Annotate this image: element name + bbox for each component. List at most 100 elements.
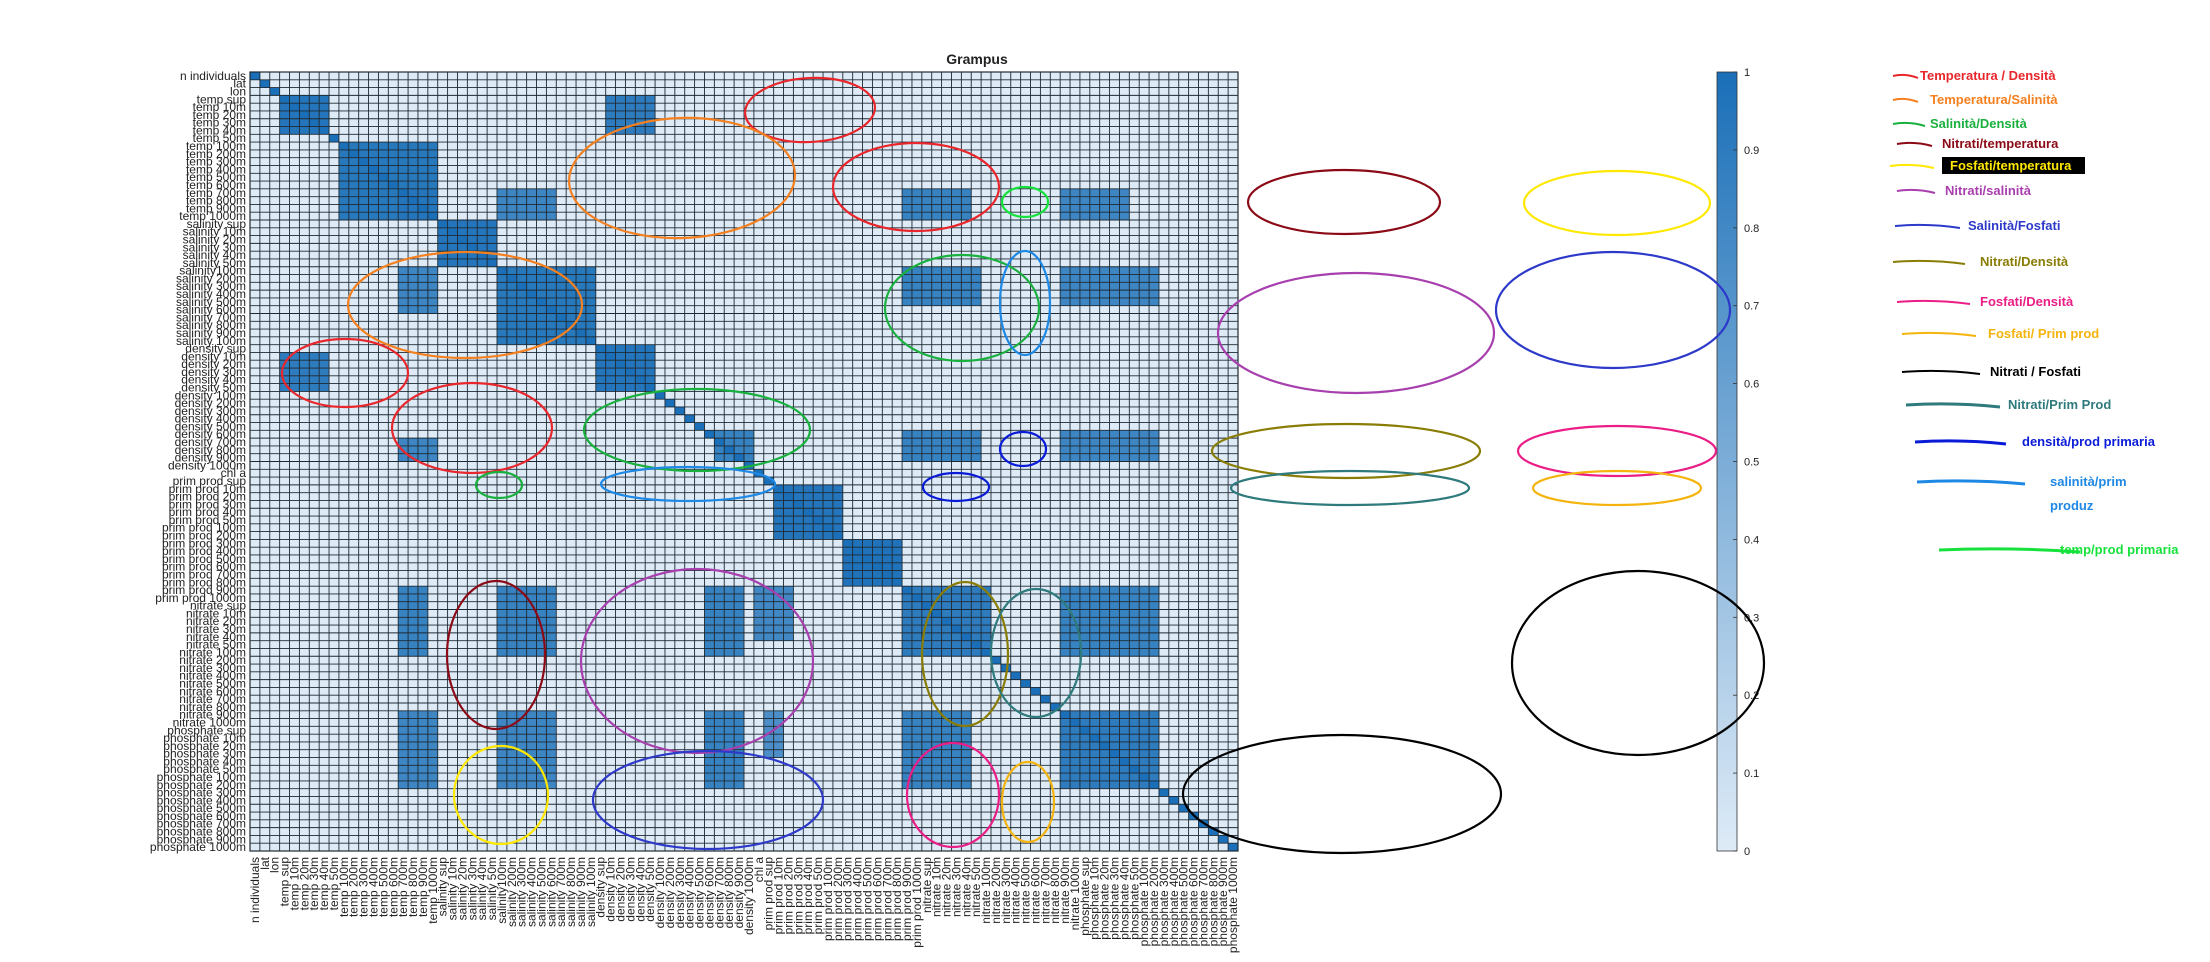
row-tick-label: phosphate 50m: [163, 762, 246, 776]
row-tick-label: prim prod 40m: [169, 505, 246, 519]
column-tick-label: phosphate 100m: [1137, 857, 1151, 946]
heatmap-cell: [744, 438, 755, 447]
heatmap-cell: [497, 749, 508, 758]
heatmap-cell: [724, 726, 735, 735]
heatmap-cell: [902, 212, 913, 221]
heatmap-cell: [1089, 609, 1100, 618]
row-tick-label: salinity 500m: [176, 295, 246, 309]
annotation-ellipse: [1210, 422, 1482, 480]
heatmap-cell: [921, 438, 932, 447]
row-tick-label: density 700m: [175, 435, 246, 449]
heatmap-cell: [338, 188, 349, 197]
heatmap-cell: [1089, 274, 1100, 283]
heatmap-cell: [516, 329, 527, 338]
heatmap-cell: [803, 484, 814, 493]
heatmap-cell: [1099, 749, 1110, 758]
heatmap-cell: [1089, 710, 1100, 719]
heatmap-cell: [457, 227, 468, 236]
heatmap-cell: [398, 765, 409, 774]
heatmap-cell: [842, 554, 853, 563]
row-tick-label: temp 400m: [186, 162, 246, 176]
heatmap-cell: [447, 227, 458, 236]
heatmap-cell: [585, 297, 596, 306]
heatmap-cell: [704, 430, 715, 439]
heatmap-cell: [1079, 593, 1090, 602]
heatmap-cell: [1109, 765, 1120, 774]
heatmap-cell: [408, 212, 419, 221]
heatmap-cell: [1149, 625, 1160, 634]
heatmap-cell: [902, 757, 913, 766]
heatmap-cell: [1149, 609, 1160, 618]
heatmap-cell: [1119, 282, 1130, 291]
heatmap-cell: [516, 625, 527, 634]
heatmap-cell: [279, 103, 290, 112]
heatmap-cell: [1070, 438, 1081, 447]
heatmap-cell: [536, 593, 547, 602]
heatmap-cell: [961, 617, 972, 626]
heatmap-cell: [536, 749, 547, 758]
heatmap-cell: [911, 625, 923, 634]
heatmap-cell: [951, 780, 962, 789]
heatmap-cell: [941, 749, 952, 758]
heatmap-cell: [911, 601, 923, 610]
row-tick-label: temp 300m: [186, 155, 246, 169]
heatmap-cell: [516, 734, 527, 743]
heatmap-cell: [961, 290, 972, 299]
heatmap-cell: [1109, 212, 1120, 221]
column-tick-label: density 500m: [693, 857, 707, 928]
row-tick-label: lat: [233, 77, 246, 91]
heatmap-cell: [773, 531, 784, 540]
row-tick-label: prim prod 500m: [162, 552, 246, 566]
heatmap-cell: [763, 625, 774, 634]
heatmap-cell: [398, 593, 409, 602]
heatmap-cell: [526, 710, 537, 719]
heatmap-cell: [635, 95, 646, 104]
heatmap-cell: [1089, 648, 1100, 657]
heatmap-cell: [1129, 718, 1140, 727]
heatmap-cell: [615, 344, 626, 353]
heatmap-cell: [1060, 726, 1071, 735]
heatmap-cell: [1109, 734, 1120, 743]
heatmap-cell: [506, 780, 517, 789]
heatmap-cell: [526, 593, 537, 602]
heatmap-cell: [1079, 266, 1090, 275]
annotation-ellipse: [1216, 271, 1496, 395]
heatmap-cell: [961, 765, 972, 774]
heatmap-cell: [506, 734, 517, 743]
heatmap-cell: [1129, 741, 1140, 750]
heatmap-cell: [1079, 734, 1090, 743]
heatmap-cell: [961, 625, 972, 634]
heatmap-cell: [605, 360, 616, 369]
heatmap-cell: [783, 508, 794, 517]
heatmap-cell: [526, 765, 537, 774]
heatmap-cell: [892, 578, 903, 587]
heatmap-cell: [1060, 274, 1071, 283]
heatmap-cell: [832, 508, 843, 517]
heatmap-cell: [566, 329, 577, 338]
heatmap-cell: [1149, 741, 1160, 750]
column-tick-label: temp 700m: [396, 857, 410, 917]
heatmap-cell: [546, 586, 557, 595]
annotation-legend: Temperatura / DensitàTemperatura/Salinit…: [1889, 68, 2179, 557]
heatmap-cell: [289, 352, 300, 361]
legend-swatch-line: [1892, 259, 1966, 265]
heatmap-cell: [516, 765, 527, 774]
heatmap-cell: [1099, 780, 1110, 789]
heatmap-cell: [763, 749, 774, 758]
heatmap-cell: [1099, 453, 1110, 462]
colorbar-tick-label: 0.5: [1744, 457, 1759, 469]
heatmap-cell: [477, 243, 488, 252]
heatmap-cell: [971, 648, 982, 657]
heatmap-cell: [921, 609, 932, 618]
heatmap-cell: [1119, 188, 1130, 197]
heatmap-cell: [1129, 726, 1140, 735]
heatmap-cell: [1149, 586, 1160, 595]
heatmap-cell: [1089, 438, 1100, 447]
heatmap-cell: [299, 383, 310, 392]
heatmap-cell: [1129, 430, 1140, 439]
heatmap-cell: [1109, 601, 1120, 610]
heatmap-cell: [971, 453, 982, 462]
heatmap-cell: [783, 617, 794, 626]
heatmap-cell: [417, 593, 429, 602]
heatmap-cell: [368, 181, 379, 190]
